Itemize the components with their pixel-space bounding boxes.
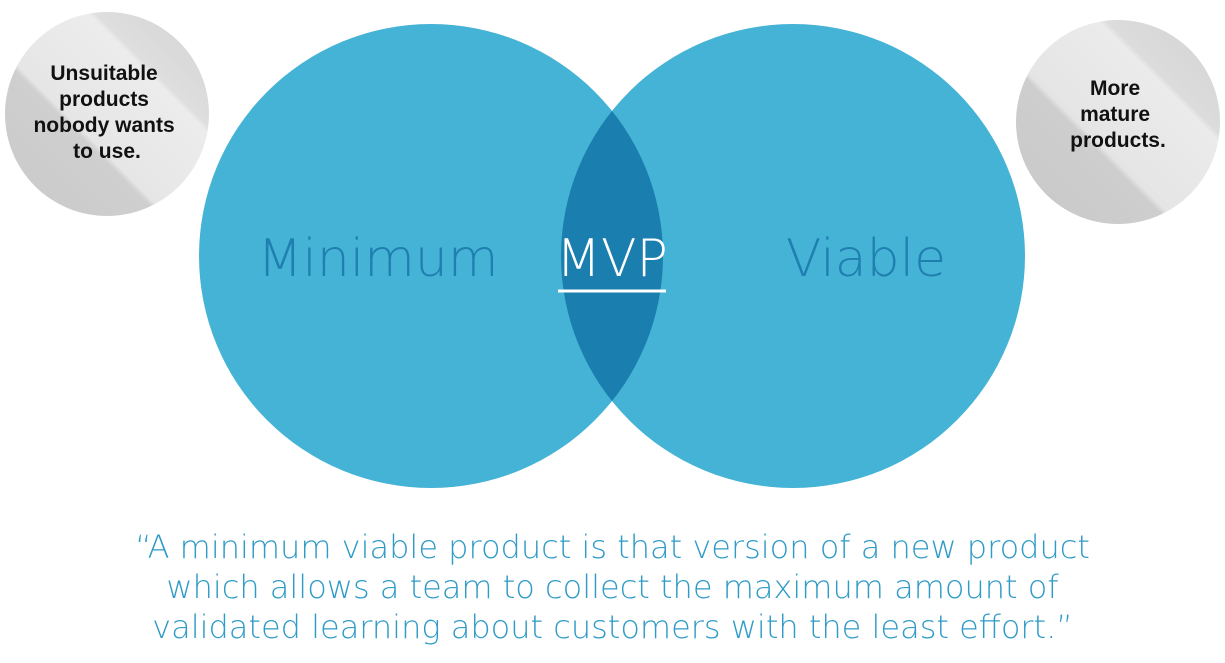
right-badge-text: More mature products. xyxy=(1070,77,1166,152)
left-badge-circle xyxy=(5,12,209,216)
left-badge-line-1: Unsuitable xyxy=(50,62,157,85)
quote-line-1: “A minimum viable product is that versio… xyxy=(135,528,1090,566)
left-badge: Unsuitable products nobody wants to use. xyxy=(5,12,209,216)
right-badge: More mature products. xyxy=(1016,20,1220,224)
minimum-label: Minimum xyxy=(258,229,499,289)
right-badge-line-3: products. xyxy=(1070,129,1166,152)
viable-circle xyxy=(561,24,1025,488)
right-badge-line-2: mature xyxy=(1080,103,1150,126)
quote-line-2: which allows a team to collect the maxim… xyxy=(166,568,1059,606)
left-badge-line-4: to use. xyxy=(73,140,141,163)
mvp-definition-quote: “A minimum viable product is that versio… xyxy=(0,527,1225,647)
left-badge-text: Unsuitable products nobody wants to use. xyxy=(33,62,180,163)
right-badge-line-1: More xyxy=(1090,77,1140,100)
viable-label: Viable xyxy=(786,229,946,289)
left-badge-line-3: nobody wants xyxy=(33,114,174,137)
venn-diagram: Unsuitable products nobody wants to use.… xyxy=(5,12,1220,488)
right-badge-circle xyxy=(1016,20,1220,224)
left-badge-line-2: products xyxy=(59,88,149,111)
minimum-circle xyxy=(199,24,663,488)
mvp-label: MVP xyxy=(556,229,668,289)
quote-line-3: validated learning about customers with … xyxy=(152,608,1073,646)
